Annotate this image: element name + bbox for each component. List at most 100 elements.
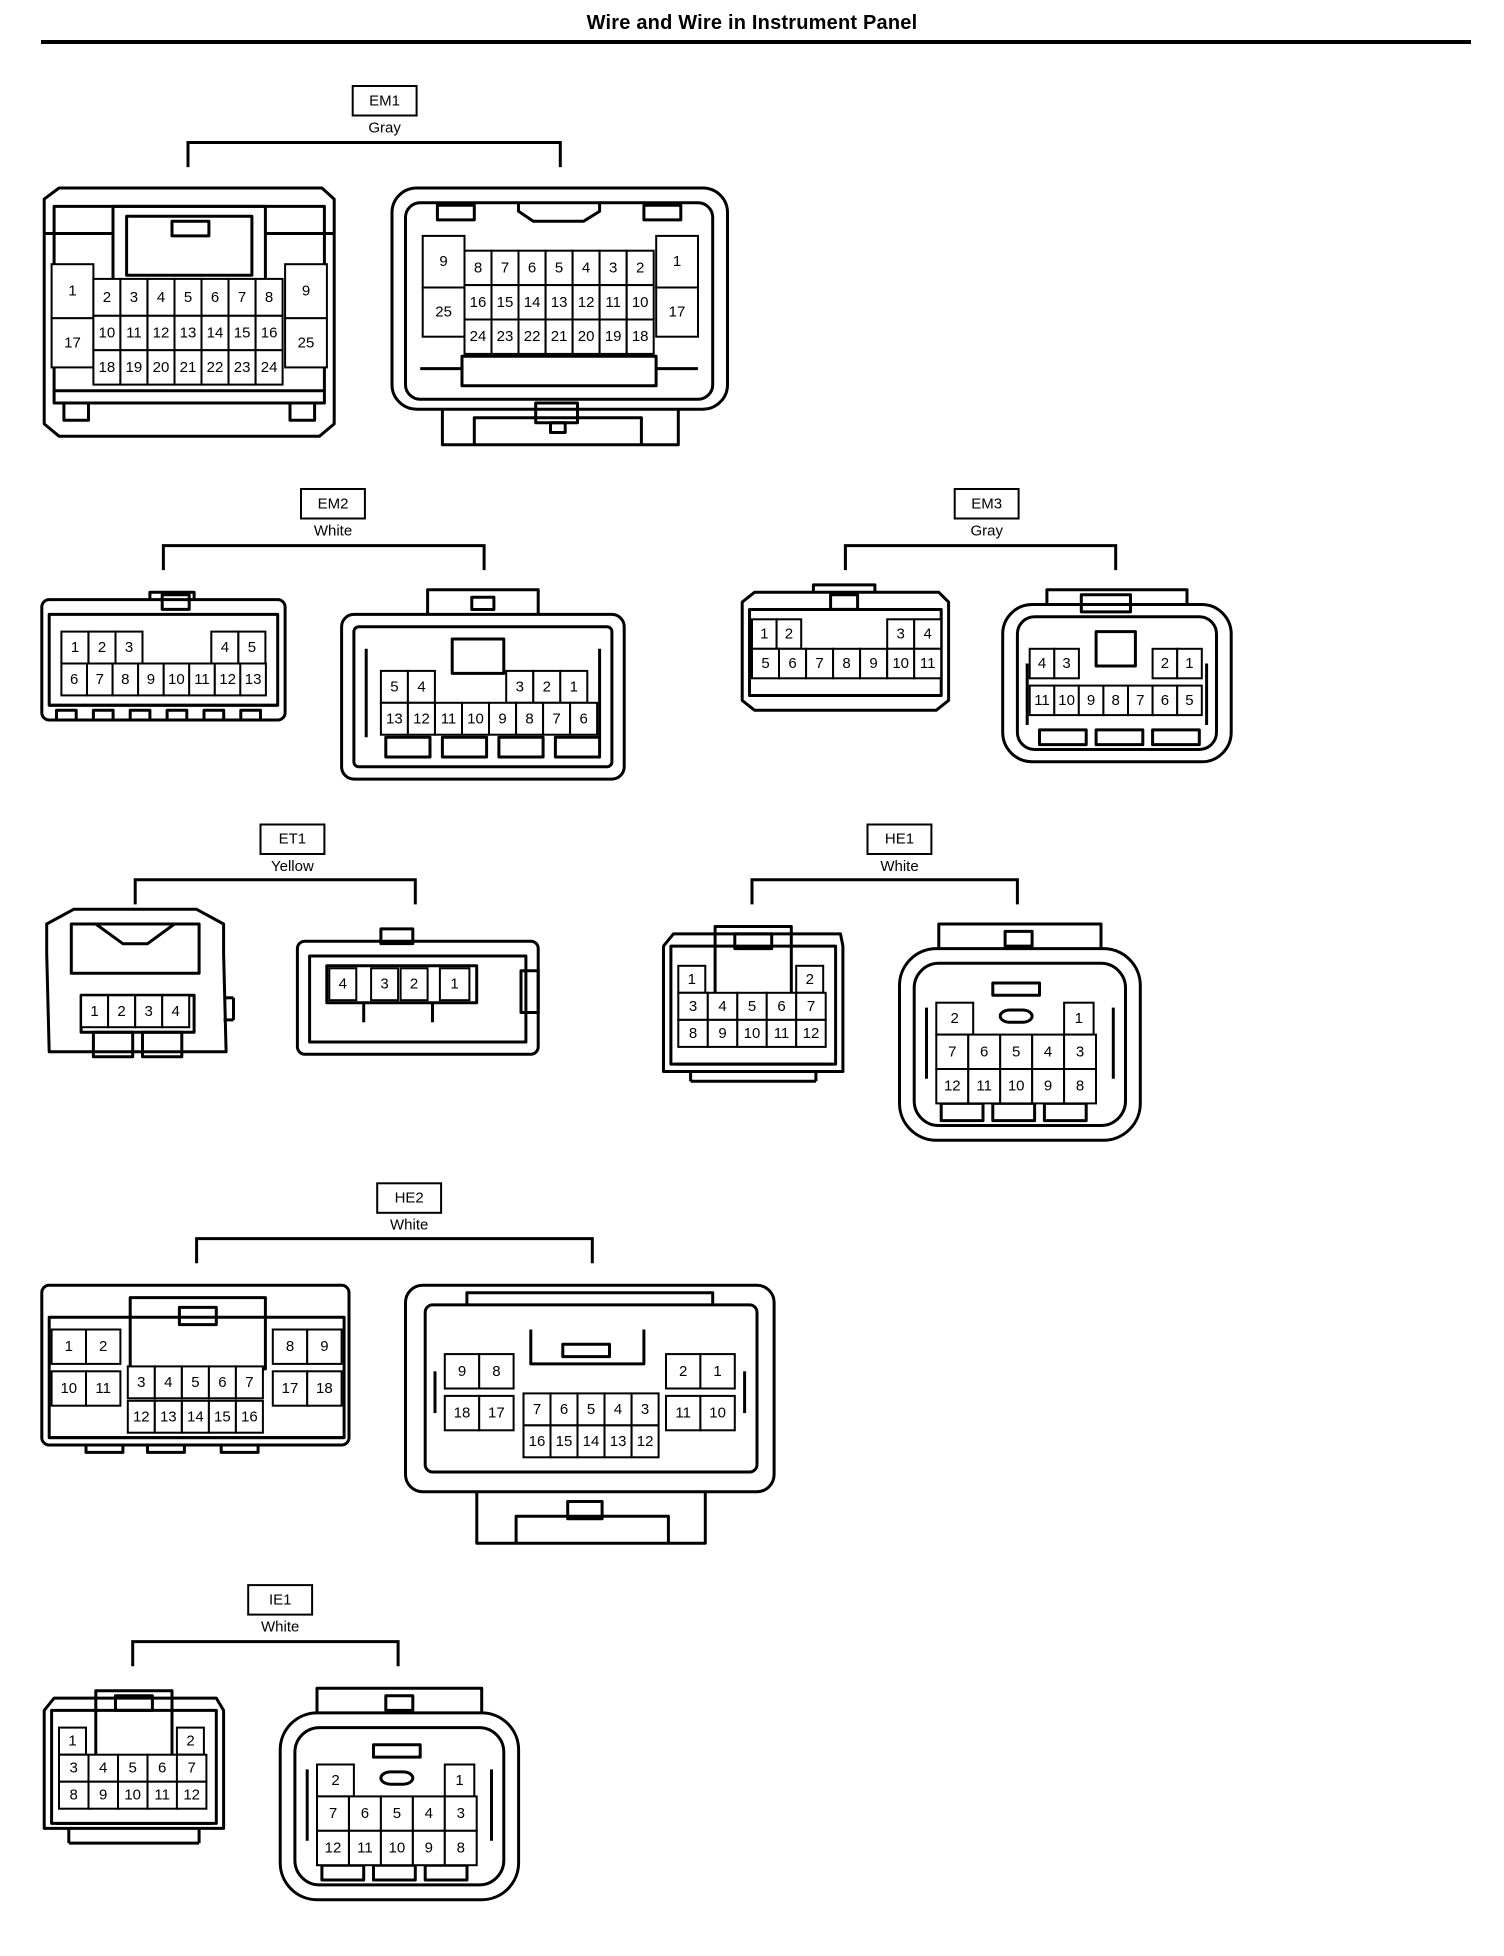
pin-number: 2 <box>806 971 814 988</box>
housing-outline <box>733 932 774 951</box>
pin-number: 3 <box>380 976 388 993</box>
housing-outline <box>1042 1101 1088 1123</box>
housing-outline <box>278 1711 521 1902</box>
pin-number: 4 <box>582 259 590 276</box>
connector-code: EM2 <box>318 495 349 512</box>
pin-number: 5 <box>748 998 756 1015</box>
pin-number: 2 <box>117 1003 125 1020</box>
housing-outline <box>497 735 545 759</box>
pin-number: 4 <box>924 626 932 643</box>
pin-number: 11 <box>774 1025 790 1042</box>
housing-outline <box>475 1491 707 1545</box>
pin-cell <box>438 967 471 1002</box>
pin-number: 11 <box>126 325 142 342</box>
pin-number: 3 <box>641 1401 649 1418</box>
pin-cell <box>1127 684 1154 717</box>
pin-number: 3 <box>130 289 138 306</box>
pin-cell <box>50 263 95 320</box>
pin-number: 3 <box>1076 1043 1084 1060</box>
pin-number: 6 <box>788 655 796 672</box>
pin-cell <box>254 314 284 352</box>
pin-number: 14 <box>187 1408 204 1425</box>
connector-code-box <box>300 488 366 520</box>
housing-outline <box>84 1443 125 1454</box>
pin-number: 4 <box>221 639 229 656</box>
housing-outline <box>1079 593 1133 614</box>
pin-number: 6 <box>158 1760 166 1777</box>
pin-cell <box>859 647 889 680</box>
pin-number: 12 <box>325 1840 342 1857</box>
pin-cell <box>50 1370 87 1407</box>
pin-number: 4 <box>425 1805 433 1822</box>
pin-number: 8 <box>689 1025 697 1042</box>
pin-cell <box>284 317 328 369</box>
pin-number: 18 <box>632 328 649 345</box>
pin-number: 8 <box>121 671 129 688</box>
pin-cell <box>411 1829 446 1867</box>
pin-number: 14 <box>524 294 541 311</box>
pin-cell <box>306 1370 343 1407</box>
pin-cell <box>443 1829 478 1867</box>
housing-outline <box>519 969 540 1015</box>
pin-number: 2 <box>679 1363 687 1380</box>
housing-outline <box>293 1726 506 1887</box>
pin-number: 10 <box>124 1787 141 1804</box>
pin-number: 15 <box>234 325 251 342</box>
pin-number: 12 <box>803 1025 820 1042</box>
pin-cell <box>655 286 700 338</box>
pin-number: 11 <box>605 294 621 311</box>
pin-cell <box>625 249 655 287</box>
pin-cell <box>421 234 466 289</box>
pin-cell <box>137 662 165 697</box>
connector-code-box <box>376 1182 443 1214</box>
pin-number: 24 <box>470 328 487 345</box>
connector-color: White <box>880 858 918 875</box>
pin-number: 5 <box>393 1805 401 1822</box>
connector-color: Yellow <box>271 858 314 875</box>
pin-cell <box>517 318 547 355</box>
pin-cell <box>765 1018 798 1048</box>
connector-bracket <box>131 1640 400 1667</box>
pin-number: 8 <box>525 710 533 727</box>
pin-number: 1 <box>71 639 79 656</box>
pin-cell <box>92 349 122 386</box>
pin-number: 17 <box>64 334 81 351</box>
pin-cell <box>630 1424 660 1459</box>
housing-outline <box>740 590 951 712</box>
pin-number: 4 <box>1038 655 1046 672</box>
pin-cell <box>175 1780 208 1810</box>
pin-number: 13 <box>180 325 197 342</box>
pin-number: 10 <box>467 710 484 727</box>
pin-cell <box>200 349 230 386</box>
housing-outline <box>435 203 476 222</box>
pin-number: 18 <box>99 359 116 376</box>
housing-outline <box>177 1305 218 1327</box>
housing-outline <box>384 1694 415 1712</box>
pin-number: 6 <box>211 289 219 306</box>
pin-cell <box>1151 684 1179 717</box>
housing-outline <box>340 612 626 781</box>
pin-cell <box>706 1018 739 1048</box>
pin-number: 10 <box>632 294 649 311</box>
housing-outline <box>1094 728 1145 747</box>
housing-outline <box>219 1443 260 1454</box>
pin-number: 3 <box>70 1760 78 1777</box>
housing-outline <box>62 401 91 422</box>
pin-number: 15 <box>556 1433 573 1450</box>
pin-number: 7 <box>329 1805 337 1822</box>
pin-number: 19 <box>605 328 622 345</box>
pin-number: 2 <box>1161 655 1169 672</box>
housing-outline <box>372 1743 422 1759</box>
pin-number: 6 <box>361 1805 369 1822</box>
pin-cell <box>234 1399 264 1434</box>
housing-outline <box>239 708 263 722</box>
housing-outline <box>561 1342 611 1359</box>
housing-outline <box>440 409 680 447</box>
pin-cell <box>239 662 267 697</box>
pin-number: 13 <box>610 1433 627 1450</box>
housing-outline <box>91 708 115 722</box>
pin-cell <box>544 284 574 321</box>
housing-outline <box>553 735 602 759</box>
housing-outline <box>170 219 211 238</box>
